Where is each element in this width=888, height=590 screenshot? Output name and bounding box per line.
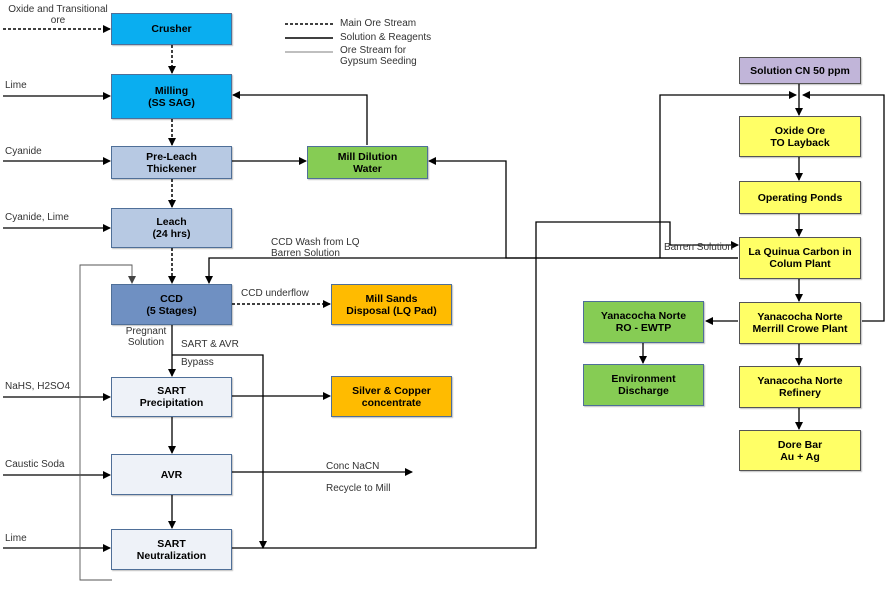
label-lime-neutralization: Lime (5, 533, 27, 544)
legend-gypsum-seeding: Ore Stream for Gypsum Seeding (340, 45, 417, 67)
label-lime-input: Lime (5, 80, 27, 91)
silver-copper-concentrate-box: Silver & Copper concentrate (331, 376, 452, 417)
dore-bar-box: Dore Bar Au + Ag (739, 430, 861, 471)
main-ore-stream (3, 25, 331, 308)
mill-dilution-water-box: Mill Dilution Water (307, 146, 428, 179)
avr-box: AVR (111, 454, 232, 495)
label-oxide-transitional-ore: Oxide and Transitional ore (8, 4, 108, 26)
la-quinua-plant-box: La Quinua Carbon in Colum Plant (739, 237, 861, 279)
label-barren-solution: Barren Solution (664, 242, 733, 253)
leach-box: Leach (24 hrs) (111, 208, 232, 248)
legend-lines (285, 23, 333, 53)
label-conc-nacn: Conc NaCN (326, 461, 380, 472)
label-recycle-to-mill: Recycle to Mill (326, 483, 391, 494)
mill-sands-disposal-box: Mill Sands Disposal (LQ Pad) (331, 284, 452, 325)
label-bypass: Bypass (181, 357, 214, 368)
crusher-box: Crusher (111, 13, 232, 45)
solution-cn-box: Solution CN 50 ppm (739, 57, 861, 84)
environment-discharge-box: Environment Discharge (583, 364, 704, 406)
gypsum-seeding-line (79, 264, 136, 581)
label-sart-avr: SART & AVR (181, 339, 239, 350)
label-cyanide-lime-input: Cyanide, Lime (5, 212, 69, 223)
label-ccd-wash: CCD Wash from LQ Barren Solution (271, 237, 360, 259)
sart-precipitation-box: SART Precipitation (111, 377, 232, 417)
label-cyanide-input: Cyanide (5, 146, 42, 157)
operating-ponds-box: Operating Ponds (739, 181, 861, 214)
label-caustic-soda: Caustic Soda (5, 459, 65, 470)
preleach-thickener-box: Pre-Leach Thickener (111, 146, 232, 179)
yanacocha-ro-ewtp-box: Yanacocha Norte RO - EWTP (583, 301, 704, 343)
oxide-ore-box: Oxide Ore TO Layback (739, 116, 861, 157)
yanacocha-refinery-box: Yanacocha Norte Refinery (739, 366, 861, 408)
sart-neutralization-box: SART Neutralization (111, 529, 232, 570)
legend-solution-reagents: Solution & Reagents (340, 32, 432, 43)
ccd-box: CCD (5 Stages) (111, 284, 232, 325)
merrill-crowe-plant-box: Yanacocha Norte Merrill Crowe Plant (739, 302, 861, 344)
solution-reagent-lines (3, 84, 885, 552)
milling-box: Milling (SS SAG) (111, 74, 232, 119)
label-pregnant-solution: Pregnant Solution (125, 326, 167, 348)
legend-main-ore: Main Ore Stream (340, 18, 417, 29)
label-nahs-h2so4: NaHS, H2SO4 (5, 381, 71, 392)
label-ccd-underflow: CCD underflow (241, 288, 309, 299)
